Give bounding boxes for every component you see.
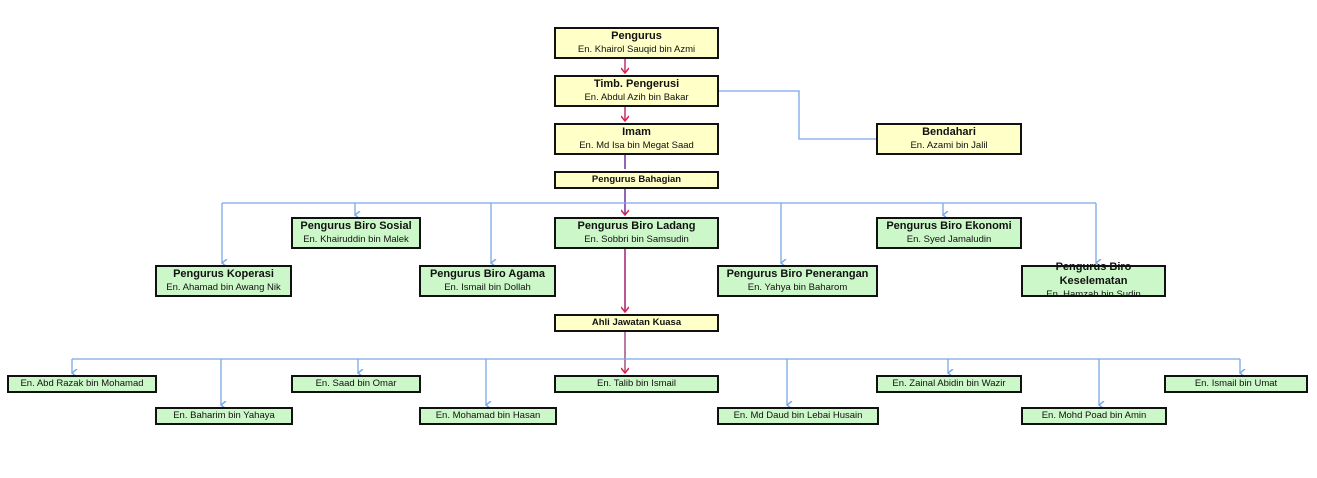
node-title: Pengurus Biro Penerangan [726,268,869,281]
node-title: Pengurus Biro Ekonomi [886,220,1012,233]
node-name: En. Zainal Abidin bin Wazir [892,378,1006,390]
node-pengurus-bahagian: Pengurus Bahagian [554,171,719,189]
node-title: Bendahari [922,126,976,139]
node-name: En. Md Daud bin Lebai Husain [733,410,863,422]
node-title: Pengurus Biro Sosial [300,220,412,233]
node-title: Pengurus Koperasi [173,268,274,281]
node-name: En. Talib bin Ismail [596,378,677,390]
node-title: Imam [622,126,651,139]
node-title: Pengurus Bahagian [591,174,682,186]
node-name: En. Abd Razak bin Mohamad [20,378,144,390]
node-name: En. Ismail bin Umat [1194,378,1278,390]
node-name: En. Hamzah bin Sudin [1046,288,1141,300]
node-ajk-member: En. Talib bin Ismail [554,375,719,393]
node-name: En. Md Isa bin Megat Saad [579,139,694,151]
node-name: En. Ahamad bin Awang Nik [166,281,281,293]
node-title: Pengurus Biro Ladang [577,220,696,233]
node-name: En. Sobbri bin Samsudin [584,233,689,245]
node-name: En. Saad bin Omar [315,378,397,390]
node-title: Ahli Jawatan Kuasa [591,317,682,329]
connector [719,90,876,140]
node-ajk: Ahli Jawatan Kuasa [554,314,719,332]
node-ajk-member: En. Mohd Poad bin Amin [1021,407,1167,425]
node-name: En. Syed Jamaludin [906,233,992,245]
node-ajk-member: En. Zainal Abidin bin Wazir [876,375,1022,393]
node-name: En. Khairol Sauqid bin Azmi [577,43,696,55]
node-name: En. Baharim bin Yahaya [173,410,275,422]
node-ajk-member: En. Saad bin Omar [291,375,421,393]
node-name: En. Azami bin Jalil [910,139,988,151]
node-name: En. Ismail bin Dollah [444,281,531,293]
node-name: En. Yahya bin Baharom [747,281,848,293]
node-name: En. Abdul Azih bin Bakar [584,91,689,103]
node-name: En. Mohd Poad bin Amin [1041,410,1147,422]
node-title: Pengurus Biro Keselematan [1055,261,1132,288]
node-name: En. Khairuddin bin Malek [303,233,409,245]
node-ajk-member: En. Abd Razak bin Mohamad [7,375,157,393]
node-title: Timb. Pengerusi [593,78,680,91]
node-ajk-member: En. Mohamad bin Hasan [419,407,557,425]
node-ajk-member: En. Md Daud bin Lebai Husain [717,407,879,425]
node-title: Pengurus Biro Agama [429,268,546,281]
node-ajk-member: En. Ismail bin Umat [1164,375,1308,393]
node-title: Pengurus [611,30,662,43]
node-name: En. Mohamad bin Hasan [435,410,541,422]
node-ajk-member: En. Baharim bin Yahaya [155,407,293,425]
